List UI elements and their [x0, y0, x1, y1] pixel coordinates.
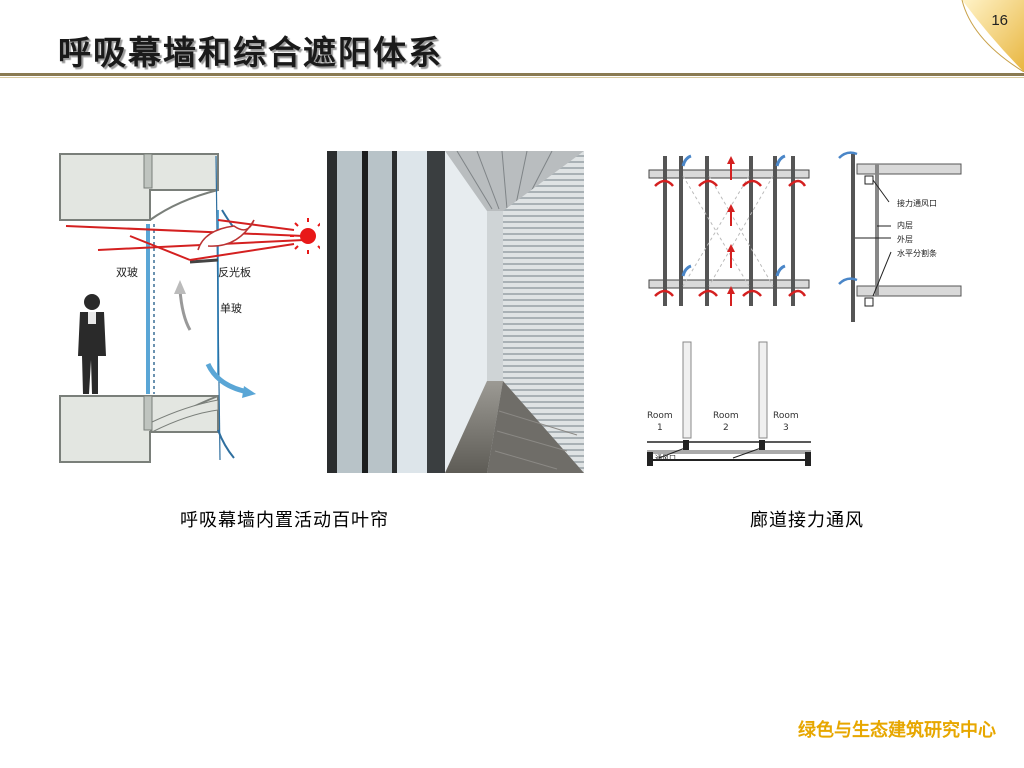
- room2-number: 2: [723, 423, 729, 433]
- page-number: 16: [991, 12, 1008, 29]
- legend-divider-strip: 水平分割条: [897, 248, 937, 258]
- title-rule: [0, 73, 1024, 76]
- vent-label: 通风口: [655, 453, 676, 462]
- legend-inner-layer: 内层: [897, 220, 913, 230]
- caption-left: 呼吸幕墙内置活动百叶帘: [180, 510, 389, 531]
- room2-label: Room: [713, 411, 739, 421]
- title-rule-thin: [0, 77, 1024, 78]
- relay-ventilation-diagram: 接力通风口 内层 外层 水平分割条 Room 1 Room 2 Room 3 通…: [643, 146, 963, 472]
- legend-outer-layer: 外层: [897, 234, 913, 244]
- corridor-photo: [327, 151, 584, 473]
- room3-number: 3: [783, 423, 789, 433]
- facade-section-diagram: 双玻 反光板 单玻: [58, 150, 320, 472]
- legend-relay-vent: 接力通风口: [897, 198, 937, 208]
- room1-number: 1: [657, 423, 663, 433]
- slide-title: 呼吸幕墙和综合遮阳体系: [58, 33, 443, 72]
- page-corner-tab: [961, 0, 1024, 72]
- label-single-glass: 单玻: [220, 302, 242, 315]
- room3-label: Room: [773, 411, 799, 421]
- label-double-glass: 双玻: [116, 266, 138, 279]
- room1-label: Room: [647, 411, 673, 421]
- label-reflector: 反光板: [218, 265, 251, 279]
- footer-org: 绿色与生态建筑研究中心: [798, 720, 996, 741]
- caption-right: 廊道接力通风: [750, 510, 864, 531]
